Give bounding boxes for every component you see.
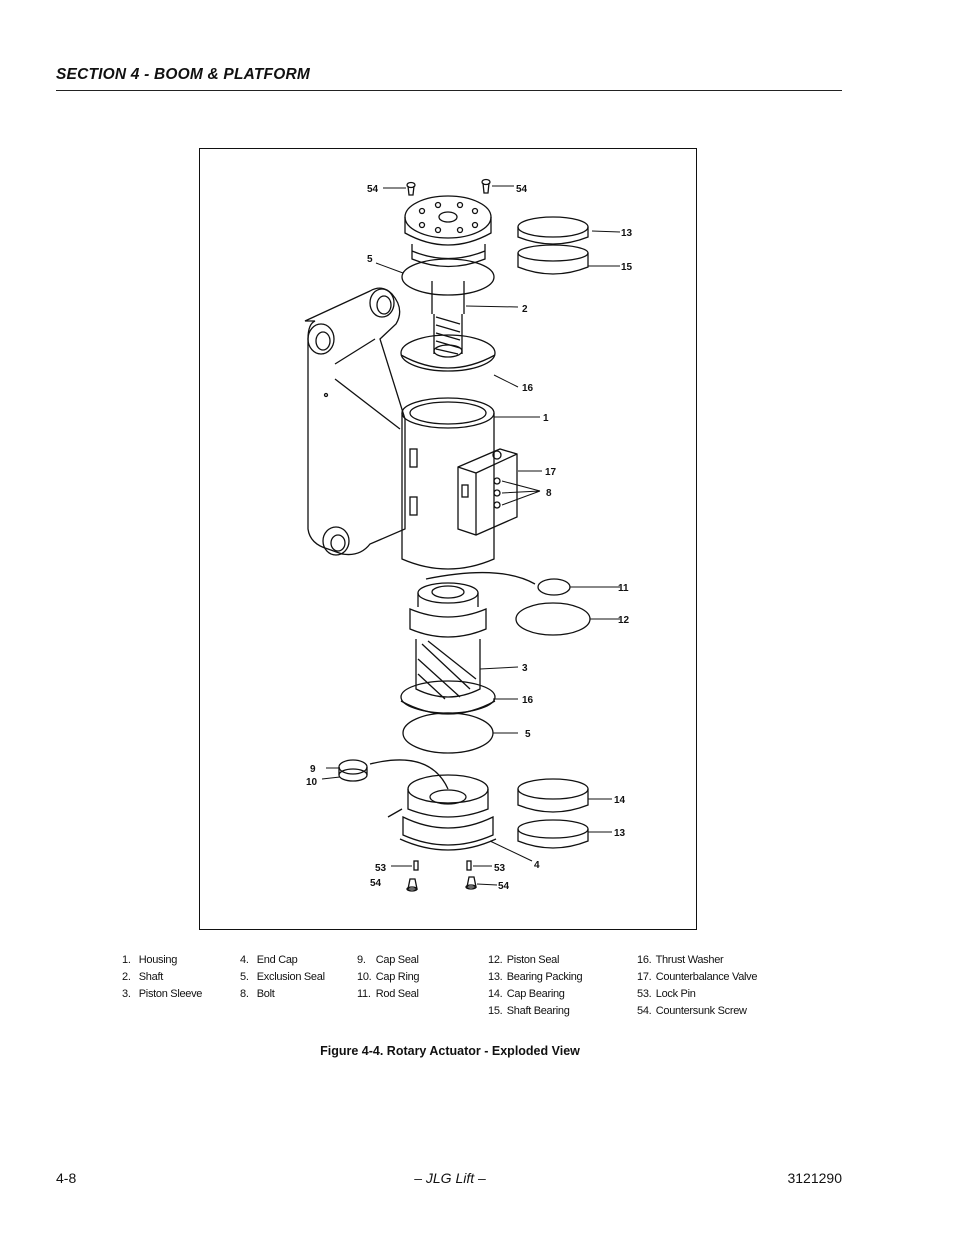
legend-item: 9. Cap Seal xyxy=(357,954,419,966)
callout-5: 5 xyxy=(367,254,373,265)
legend-item: 5. Exclusion Seal xyxy=(240,971,325,983)
shaft-bearing-top xyxy=(517,244,589,275)
lock-pin-left xyxy=(413,860,419,871)
cap-bearing-lower xyxy=(517,778,589,813)
callout-12: 12 xyxy=(618,615,630,626)
legend-item: 11. Rod Seal xyxy=(357,988,419,1000)
callout-4: 4 xyxy=(534,860,540,871)
callout-3: 3 xyxy=(522,663,528,674)
exclusion-seal-lower xyxy=(402,712,494,754)
legend-column-3: 9. Cap Seal 10. Cap Ring 11. Rod Seal xyxy=(357,952,420,1003)
piston-seal xyxy=(515,602,591,636)
exclusion-seal-top xyxy=(401,258,495,296)
callout-16: 16 xyxy=(522,383,534,394)
callout-2: 2 xyxy=(522,304,528,315)
callout-1: 1 xyxy=(543,413,549,424)
countersunk-screw-bottom-left xyxy=(406,878,418,892)
callout-11: 11 xyxy=(618,583,629,594)
callout-9: 9 xyxy=(310,764,316,775)
countersunk-screw-top-right xyxy=(481,178,491,194)
end-cap-lower xyxy=(369,759,497,851)
page-number: 4-8 xyxy=(56,1170,77,1186)
legend-item: 13. Bearing Packing xyxy=(488,971,583,983)
legend-item: 8. Bolt xyxy=(240,988,275,1000)
bearing-packing-top xyxy=(517,216,589,245)
legend-item: 4. End Cap xyxy=(240,954,298,966)
counterbalance-valve xyxy=(457,448,518,536)
callout-15: 15 xyxy=(621,262,633,273)
bearing-packing-lower xyxy=(517,819,589,849)
piston-sleeve xyxy=(409,571,536,700)
leader-lines xyxy=(321,185,621,886)
countersunk-screw-bottom-right xyxy=(465,876,477,890)
legend-item: 12. Piston Seal xyxy=(488,954,560,966)
exploded-view-figure: 54 54 13 15 5 2 16 1 17 8 11 12 3 16 5 9… xyxy=(199,148,697,930)
legend-item: 54. Countersunk Screw xyxy=(637,1005,747,1017)
callout-53: 53 xyxy=(375,863,387,874)
section-title: SECTION 4 - BOOM & PLATFORM xyxy=(56,66,310,83)
lock-pin-right xyxy=(466,860,472,871)
legend-item: 1. Housing xyxy=(122,954,178,966)
callout-13: 13 xyxy=(614,828,626,839)
callout-54: 54 xyxy=(367,184,379,195)
legend-item: 10. Cap Ring xyxy=(357,971,420,983)
legend-item: 2. Shaft xyxy=(122,971,163,983)
callout-53: 53 xyxy=(494,863,506,874)
legend-item: 3. Piston Sleeve xyxy=(122,988,203,1000)
callout-5: 5 xyxy=(525,729,531,740)
legend-item: 53. Lock Pin xyxy=(637,988,696,1000)
top-end-cap xyxy=(404,195,492,268)
legend-column-1: 1. Housing 2. Shaft 3. Piston Sleeve xyxy=(122,952,202,1003)
callout-14: 14 xyxy=(614,795,626,806)
page-header: SECTION 4 - BOOM & PLATFORM xyxy=(56,64,842,91)
callout-54: 54 xyxy=(370,878,382,889)
legend-item: 14. Cap Bearing xyxy=(488,988,565,1000)
shaft xyxy=(431,281,465,355)
countersunk-screw-top-left xyxy=(406,181,416,196)
callout-17: 17 xyxy=(545,467,557,478)
callout-8: 8 xyxy=(546,488,552,499)
callout-10: 10 xyxy=(306,777,318,788)
rotary-actuator-drawing: 54 54 13 15 5 2 16 1 17 8 11 12 3 16 5 9… xyxy=(304,178,633,892)
housing xyxy=(304,287,495,570)
legend-column-5: 16. Thrust Washer 17. Counterbalance Val… xyxy=(637,952,758,1020)
rod-seal xyxy=(537,578,571,596)
legend-item: 16. Thrust Washer xyxy=(637,954,724,966)
callout-54: 54 xyxy=(498,881,510,892)
cap-seal-ring xyxy=(338,759,368,782)
callout-13: 13 xyxy=(621,228,633,239)
document-number: 3121290 xyxy=(787,1170,842,1186)
footer-brand: – JLG Lift – xyxy=(414,1170,486,1186)
legend-item: 17. Counterbalance Valve xyxy=(637,971,758,983)
callout-54: 54 xyxy=(516,184,528,195)
figure-caption: Figure 4-4. Rotary Actuator - Exploded V… xyxy=(320,1044,580,1058)
legend-column-4: 12. Piston Seal 13. Bearing Packing 14. … xyxy=(488,952,583,1020)
legend-item: 15. Shaft Bearing xyxy=(488,1005,570,1017)
legend-column-2: 4. End Cap 5. Exclusion Seal 8. Bolt xyxy=(240,952,325,1003)
callout-16: 16 xyxy=(522,695,534,706)
thrust-washer-top xyxy=(400,334,496,372)
